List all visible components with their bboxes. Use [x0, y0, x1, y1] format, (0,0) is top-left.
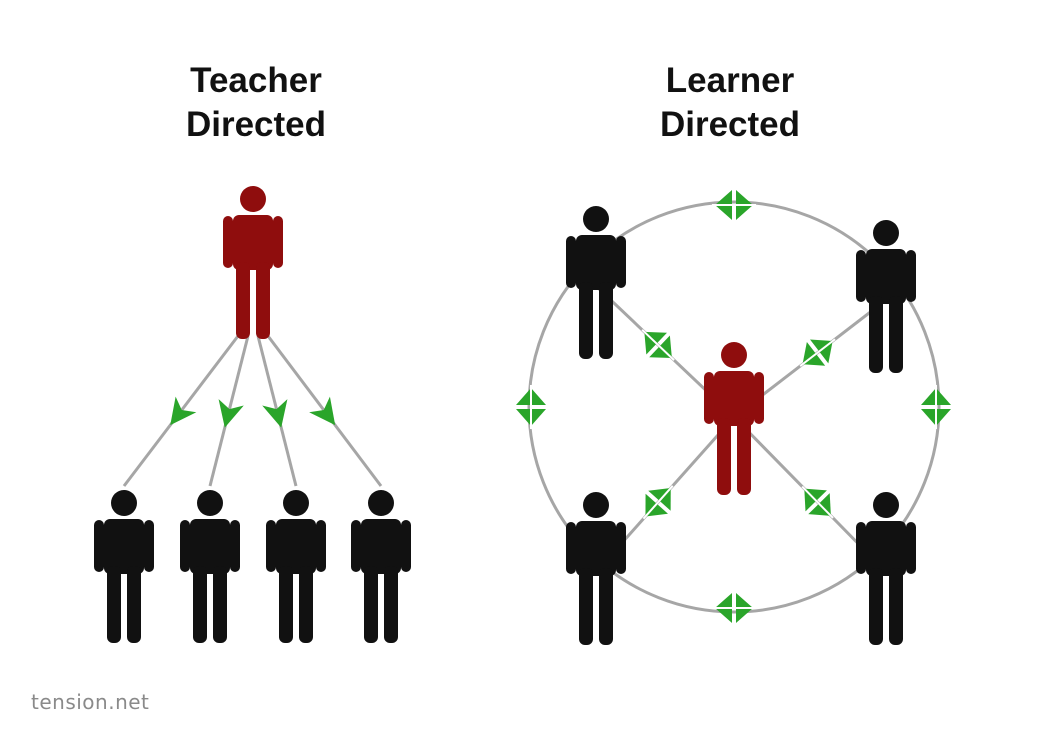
double-arrow-icon [641, 329, 675, 361]
learner-person-icon [856, 492, 916, 645]
teacher-directed-title: Teacher Directed [126, 59, 386, 147]
student-person-icon [351, 490, 411, 643]
arrow-icon [170, 396, 197, 426]
learner-person-icon [856, 220, 916, 373]
double-arrow-icon [799, 338, 836, 367]
double-arrow-icon [642, 485, 674, 520]
ring-line [527, 200, 941, 614]
learner-person-icon [566, 206, 626, 359]
student-person-icon [266, 490, 326, 643]
teacher-person-icon [704, 342, 764, 495]
double-arrow-icon [712, 593, 756, 623]
double-arrow-icon [712, 190, 756, 220]
arrow-icon [218, 399, 244, 428]
teacher-person-icon [223, 186, 283, 339]
learner-directed-title-line2: Directed [659, 105, 801, 144]
student-person-icon [94, 490, 154, 643]
learner-directed-title-line1: Learner [665, 61, 795, 100]
arrow-icon [309, 396, 336, 426]
double-arrow-icon [516, 385, 546, 429]
source-credit: tension.net [31, 690, 150, 714]
learner-directed-title: Learner Directed [600, 59, 860, 147]
arrow-icon [262, 399, 288, 428]
teacher-directed-title-line2: Directed [185, 105, 327, 144]
learner-person-icon [566, 492, 626, 645]
student-person-icon [180, 490, 240, 643]
double-arrow-icon [921, 385, 951, 429]
teacher-directed-title-line1: Teacher [190, 61, 322, 100]
double-arrow-icon [801, 485, 834, 519]
